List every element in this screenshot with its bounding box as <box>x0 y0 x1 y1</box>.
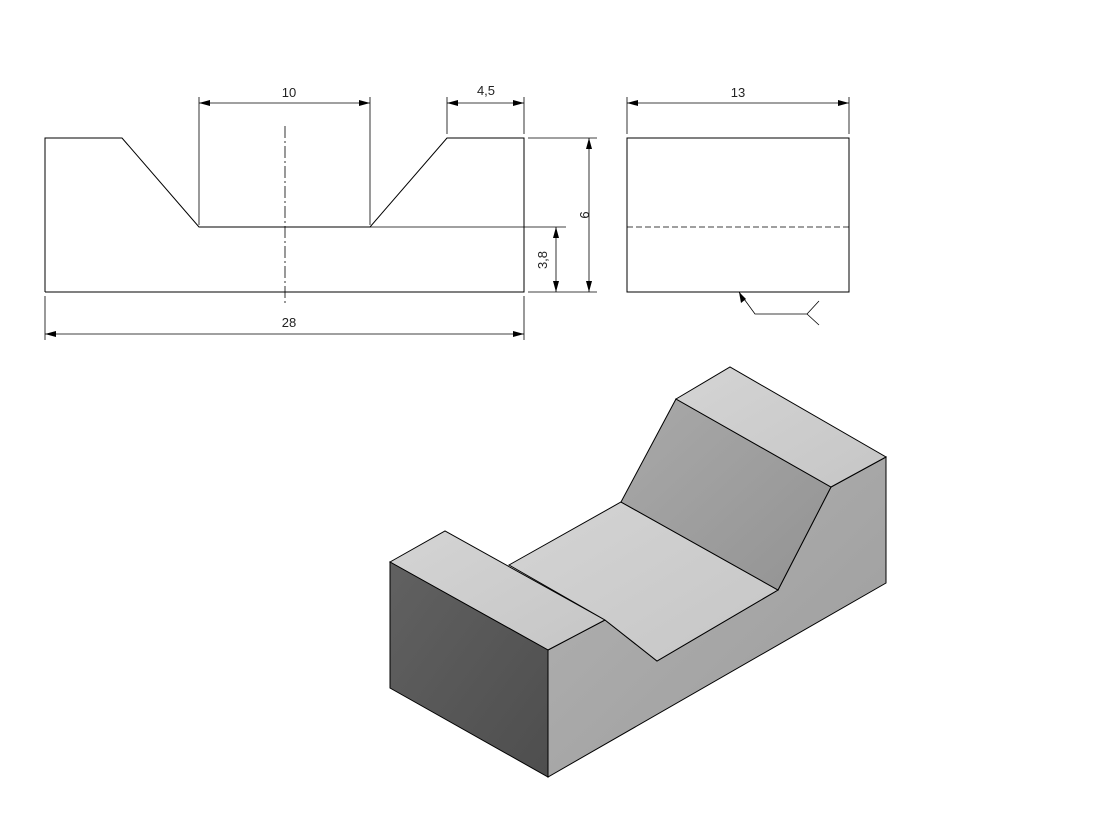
front-view: 10 4,5 28 3,8 <box>44 83 597 340</box>
dim-label-28: 28 <box>282 315 296 330</box>
dim-label-4-5: 4,5 <box>477 83 495 98</box>
side-view-outline <box>626 137 850 293</box>
iso-end-face <box>389 561 549 778</box>
dimension-depth: 13 <box>627 85 849 106</box>
dim-label-13: 13 <box>731 85 745 100</box>
dimension-right-top: 4,5 <box>447 83 524 106</box>
side-view: 13 <box>626 85 850 326</box>
surface-finish-symbol <box>738 291 820 326</box>
dim-label-10: 10 <box>282 85 296 100</box>
front-view-outline <box>44 137 525 293</box>
isometric-view <box>388 366 888 778</box>
dim-label-9: 9 <box>577 211 592 218</box>
iso-groove-floor <box>507 501 780 662</box>
dimension-total-height: 9 <box>577 138 592 292</box>
iso-right-top-face <box>675 366 888 488</box>
dimension-total-length: 28 <box>44 296 525 340</box>
dimension-base-height: 3,8 <box>535 227 559 292</box>
dimension-groove-width: 10 <box>199 85 370 106</box>
dim-label-3-8: 3,8 <box>535 251 550 269</box>
